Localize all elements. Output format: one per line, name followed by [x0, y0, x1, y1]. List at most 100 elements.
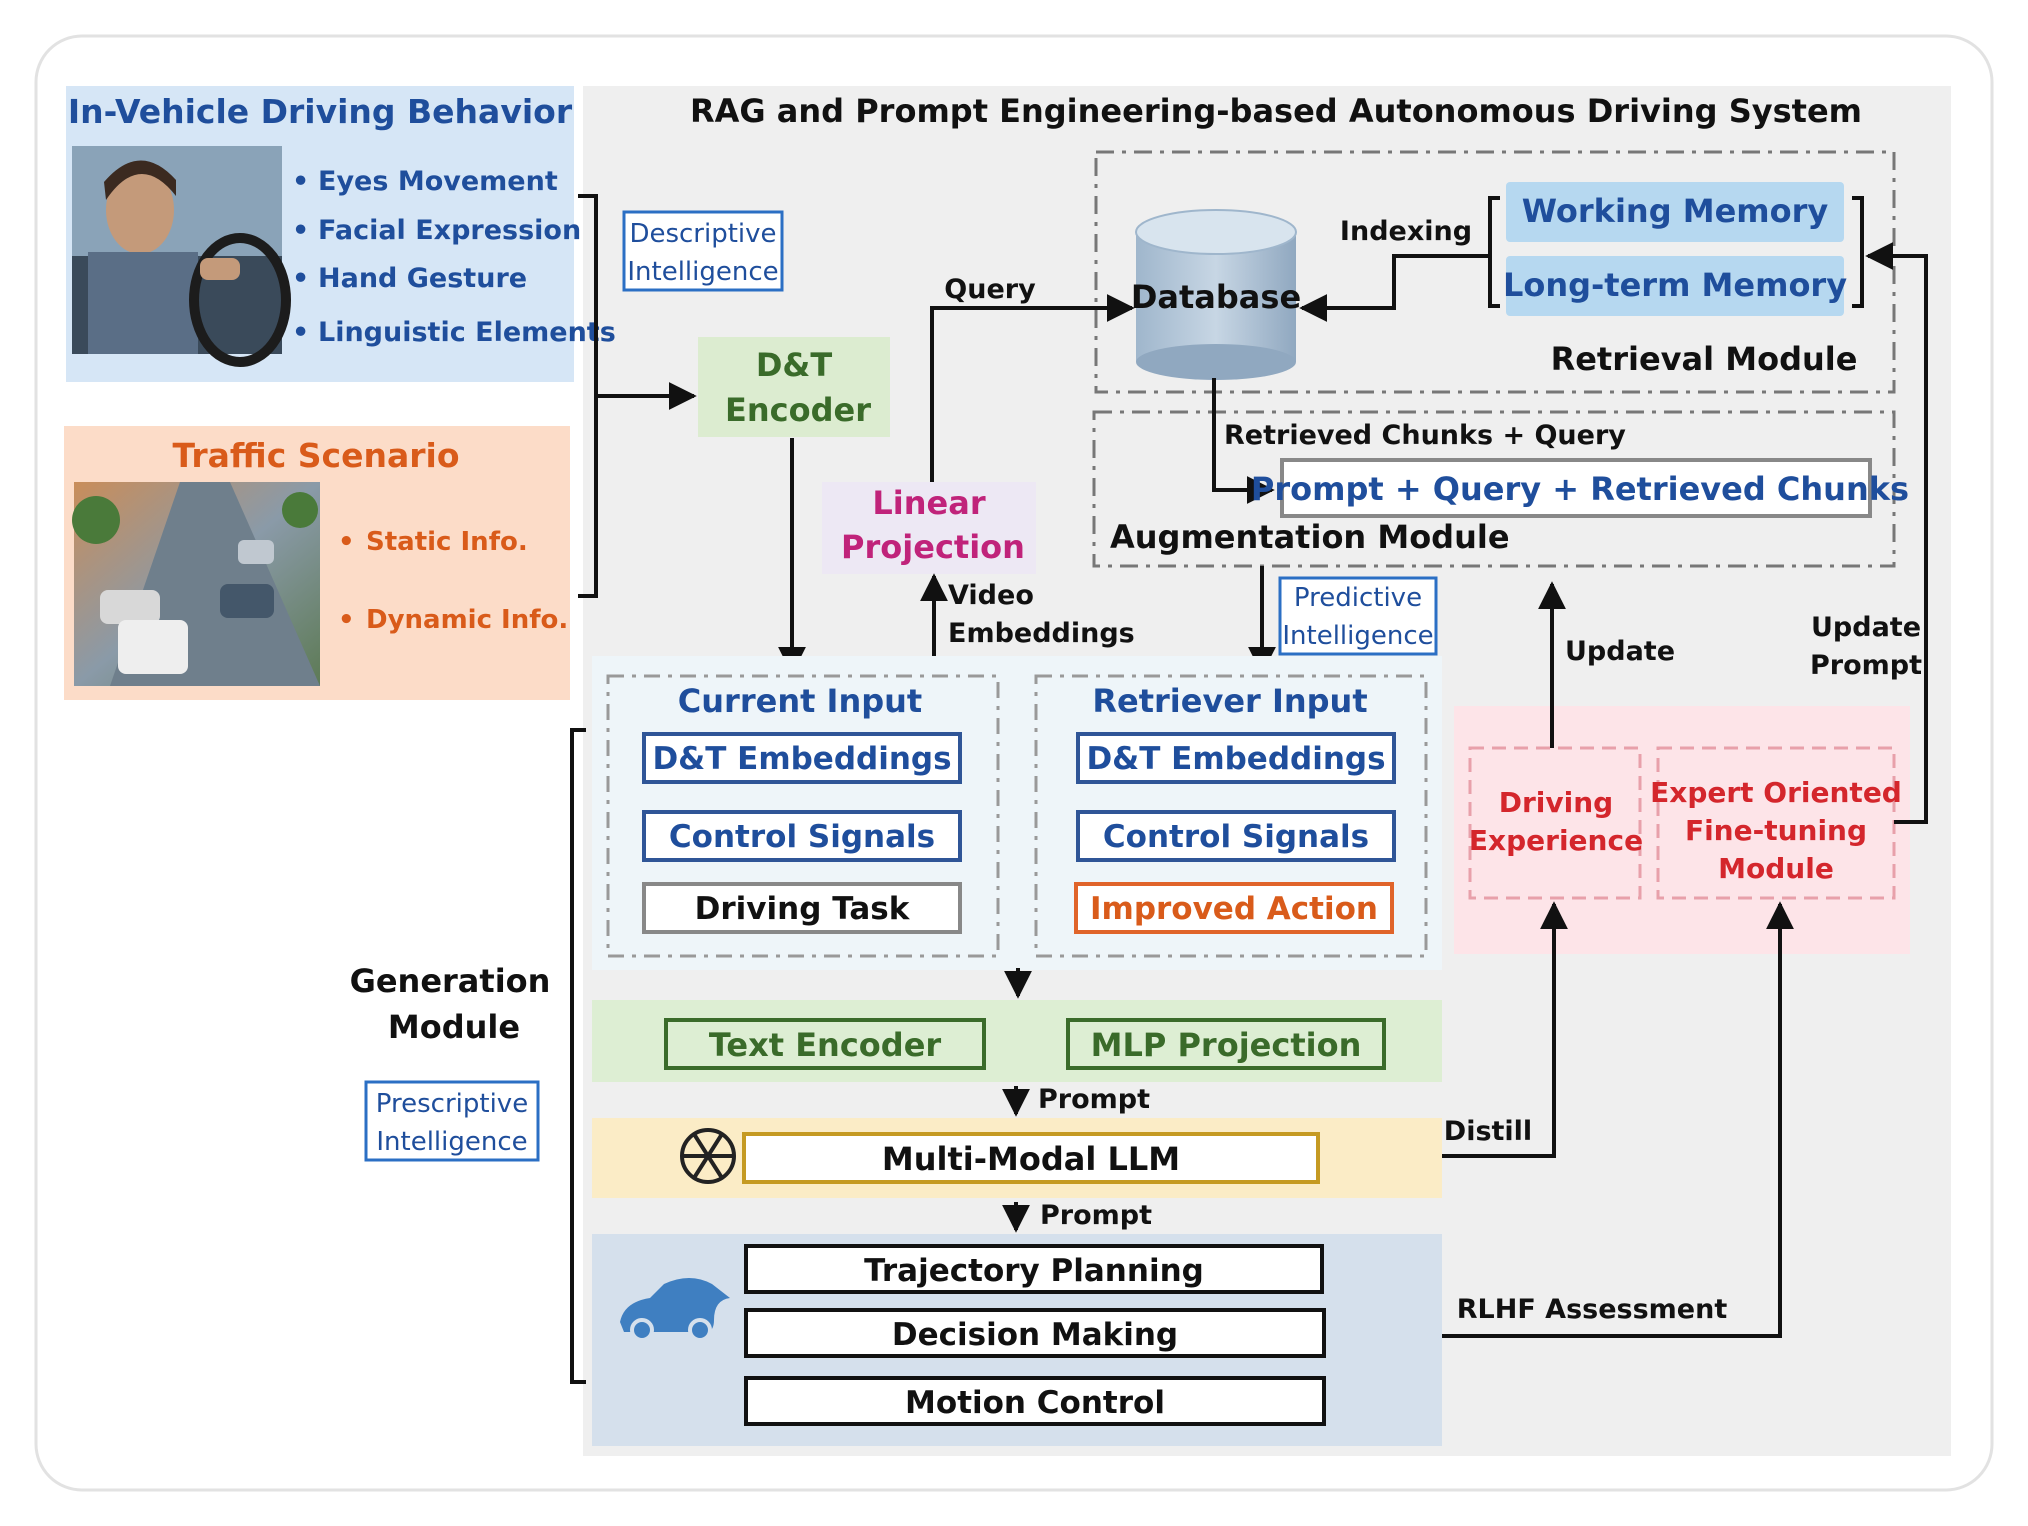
driving-experience-line-1: Driving — [1499, 786, 1613, 819]
descriptive-intelligence-box — [622, 210, 784, 292]
retriever-item-3 — [1074, 882, 1394, 934]
retriever-input-frame — [1034, 674, 1428, 958]
in-vehicle-item-4: Linguistic Elements — [318, 317, 616, 348]
retriever-item-1 — [1076, 732, 1396, 784]
in-vehicle-title: In-Vehicle Driving Behavior — [68, 92, 573, 131]
output-trajectory-box — [744, 1244, 1324, 1294]
driver-photo — [72, 146, 291, 367]
descriptive-line-2: Intelligence — [627, 257, 778, 287]
label-update: Update — [1565, 636, 1675, 667]
fine-tuning-line-2: Fine-tuning — [1685, 814, 1867, 847]
arrow-query — [930, 294, 1135, 482]
database-label: Database — [1131, 278, 1301, 316]
output-trajectory-label: Trajectory Planning — [864, 1253, 1204, 1289]
retriever-item-2 — [1076, 810, 1396, 862]
working-memory-label: Working Memory — [1522, 192, 1829, 230]
label-prompt-1: Prompt — [1038, 1084, 1150, 1115]
text-encoder-label: Text Encoder — [709, 1026, 942, 1064]
retriever-item-1-label: D&T Embeddings — [1086, 741, 1385, 777]
output-decision-box — [744, 1308, 1326, 1358]
label-indexing: Indexing — [1340, 216, 1472, 247]
output-decision-label: Decision Making — [892, 1317, 1178, 1353]
driving-experience-line-2: Experience — [1469, 824, 1643, 857]
predictive-line-1: Predictive — [1294, 583, 1422, 613]
database-cylinder — [1135, 209, 1297, 380]
mlp-projection-label: MLP Projection — [1091, 1026, 1362, 1064]
retrieval-module-title: Retrieval Module — [1551, 340, 1858, 378]
traffic-item-1: Static Info. — [366, 527, 528, 557]
arrow-indexing — [1299, 254, 1490, 322]
current-item-2-label: Control Signals — [669, 819, 935, 855]
retriever-item-2-label: Control Signals — [1103, 819, 1369, 855]
arrow-distill — [1442, 901, 1568, 1158]
prescriptive-intelligence-box — [364, 1080, 540, 1162]
label-retrieved-chunks: Retrieved Chunks + Query — [1224, 420, 1626, 451]
augmentation-box — [1280, 458, 1872, 518]
in-vehicle-item-3: Hand Gesture — [318, 263, 527, 294]
label-update-prompt-1: Update — [1811, 612, 1921, 643]
current-item-3 — [642, 882, 962, 934]
predictive-intelligence-box — [1278, 576, 1438, 656]
encoder-line-2: Encoder — [725, 391, 871, 429]
llm-label: Multi-Modal LLM — [882, 1140, 1180, 1178]
traffic-title: Traffic Scenario — [172, 436, 459, 475]
linear-projection-box — [822, 482, 1036, 574]
arrow-rlhf — [1442, 901, 1794, 1338]
current-item-1 — [642, 732, 962, 784]
bullet-2: • — [292, 215, 309, 246]
label-video: Video — [948, 580, 1034, 611]
label-prompt-2: Prompt — [1040, 1200, 1152, 1231]
current-item-3-label: Driving Task — [695, 891, 911, 927]
arrow-update-prompt — [1865, 242, 1928, 824]
current-item-1-label: D&T Embeddings — [652, 741, 951, 777]
system-title: RAG and Prompt Engineering-based Autonom… — [690, 92, 1862, 130]
prescriptive-line-1: Prescriptive — [376, 1089, 528, 1119]
generation-line-1: Generation — [350, 962, 551, 1000]
traffic-bullet-1: • — [338, 527, 355, 557]
label-update-prompt-2: Prompt — [1810, 650, 1922, 681]
encoder-box — [698, 337, 890, 437]
llm-box — [742, 1132, 1320, 1184]
traffic-bullet-2: • — [338, 605, 355, 635]
openai-logo-icon — [680, 1128, 736, 1184]
arrow-retrieved-chunks — [1212, 378, 1275, 504]
car-icon — [620, 1278, 730, 1342]
augmentation-box-label: Prompt + Query + Retrieved Chunks — [1251, 470, 1909, 508]
mlp-projection-box — [1066, 1018, 1386, 1070]
output-motion-label: Motion Control — [905, 1385, 1165, 1421]
encoder-line-1: D&T — [756, 346, 832, 384]
descriptive-line-1: Descriptive — [629, 219, 776, 249]
augmentation-module-title: Augmentation Module — [1110, 518, 1510, 556]
generation-bracket — [570, 728, 586, 1384]
current-item-2 — [642, 810, 962, 862]
retriever-input-title: Retriever Input — [1092, 682, 1367, 720]
linear-line-2: Projection — [841, 528, 1025, 566]
label-query: Query — [944, 274, 1036, 305]
street-photo — [72, 482, 320, 686]
label-distill: Distill — [1444, 1116, 1532, 1147]
output-motion-box — [744, 1376, 1326, 1426]
retriever-item-3-label: Improved Action — [1090, 891, 1378, 927]
generation-line-2: Module — [388, 1008, 520, 1046]
memory-right-bracket — [1852, 196, 1864, 308]
in-vehicle-item-1: Eyes Movement — [318, 166, 558, 197]
long-term-memory-label: Long-term Memory — [1503, 266, 1847, 304]
prescriptive-line-2: Intelligence — [376, 1127, 527, 1157]
long-term-memory-box — [1506, 256, 1844, 316]
retrieval-module-frame — [1094, 150, 1896, 394]
bullet-4: • — [292, 317, 309, 348]
memory-left-bracket — [1488, 196, 1500, 308]
label-rlhf: RLHF Assessment — [1457, 1294, 1728, 1325]
fine-tuning-line-3: Module — [1718, 852, 1834, 885]
working-memory-box — [1506, 182, 1844, 242]
current-input-title: Current Input — [678, 682, 922, 720]
driving-experience-box — [1468, 746, 1642, 900]
text-encoder-box — [664, 1018, 986, 1070]
in-vehicle-item-2: Facial Expression — [318, 215, 581, 246]
label-embeddings: Embeddings — [948, 618, 1135, 649]
bullet-1: • — [292, 166, 309, 197]
predictive-line-2: Intelligence — [1282, 621, 1433, 651]
traffic-item-2: Dynamic Info. — [366, 605, 568, 635]
fine-tuning-line-1: Expert Oriented — [1650, 776, 1902, 809]
